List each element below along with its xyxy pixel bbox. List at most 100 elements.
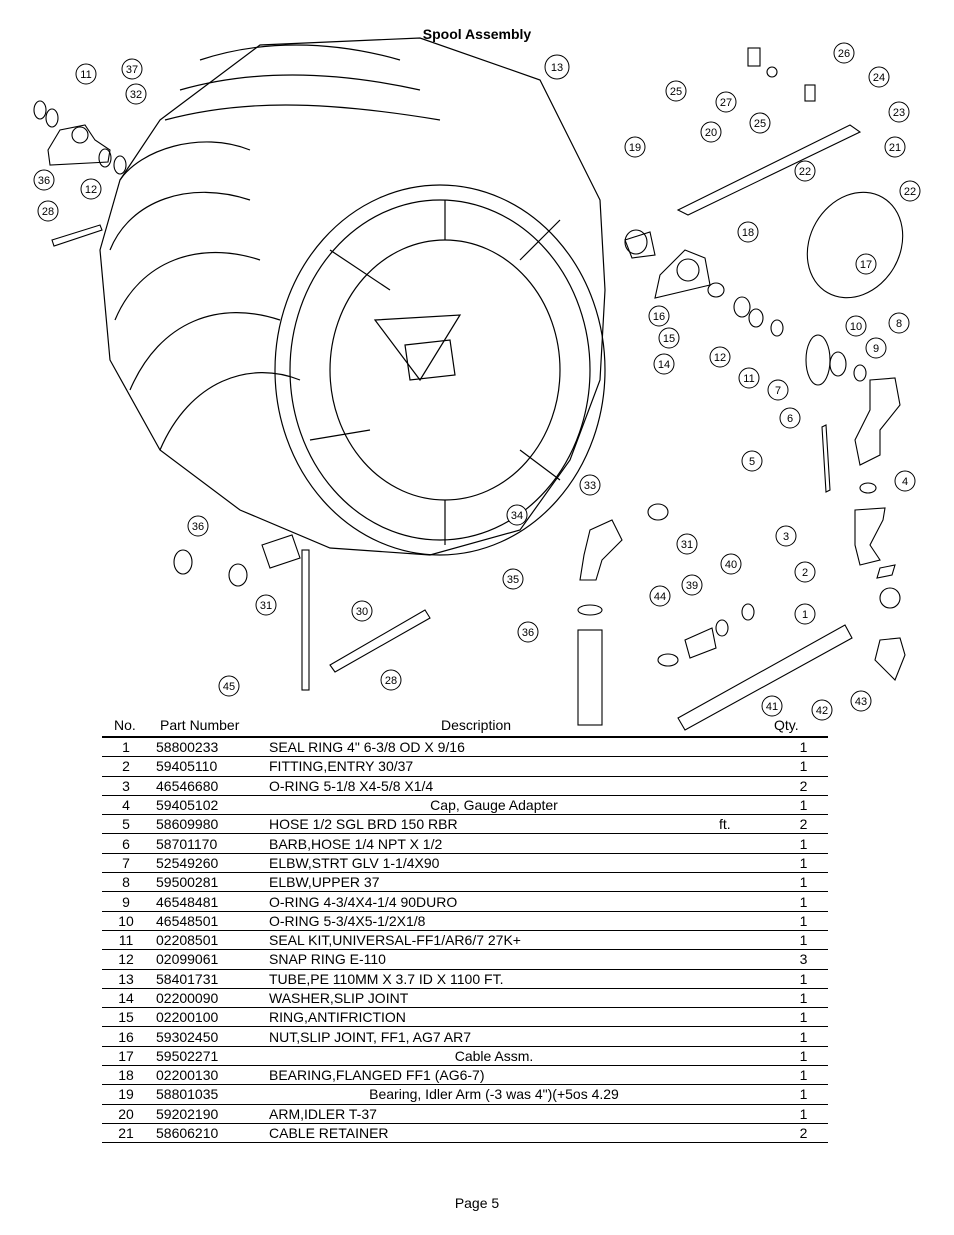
part-number: 02200090 (150, 988, 269, 1009)
part-no: 21 (102, 1123, 150, 1144)
part-no: 1 (102, 737, 150, 758)
callout-41: 41 (761, 695, 783, 717)
part-qty: 1 (779, 737, 828, 758)
part-unit (719, 795, 779, 816)
svg-text:33: 33 (584, 480, 596, 492)
part-qty: 1 (779, 833, 828, 854)
part-unit (719, 1046, 779, 1067)
part-number: 59500281 (150, 872, 269, 893)
part-number: 46548501 (150, 911, 269, 931)
part-qty: 1 (779, 1084, 828, 1105)
part-no: 16 (102, 1026, 150, 1047)
part-description: O-RING 4-3/4X4-1/4 90DURO (269, 891, 719, 912)
callout-12b: 12 (80, 178, 102, 200)
part-number: 58701170 (150, 833, 269, 854)
part-unit (719, 1026, 779, 1047)
callout-36: 36 (33, 169, 55, 191)
svg-text:31: 31 (260, 600, 272, 612)
part-description: BARB,HOSE 1/4 NPT X 1/2 (269, 833, 719, 854)
part-no: 17 (102, 1046, 150, 1067)
part-qty: 1 (779, 853, 828, 874)
part-description: NUT,SLIP JOINT, FF1, AG7 AR7 (269, 1026, 719, 1047)
part-no: 20 (102, 1104, 150, 1124)
part-qty: 1 (779, 911, 828, 931)
part-unit (719, 911, 779, 931)
part-description: ELBW,STRT GLV 1-1/4X90 (269, 853, 719, 874)
part-qty: 1 (779, 795, 828, 816)
svg-text:13: 13 (551, 62, 563, 74)
callout-28b: 28 (380, 669, 402, 691)
callout-12: 11 (75, 63, 97, 85)
callout-30: 30 (351, 600, 373, 622)
part-no: 11 (102, 930, 150, 951)
part-unit (719, 1084, 779, 1105)
svg-text:10: 10 (850, 321, 862, 333)
part-description: RING,ANTIFRICTION (269, 1007, 719, 1028)
svg-text:23: 23 (893, 107, 905, 119)
part-number: 46546680 (150, 776, 269, 796)
svg-text:31: 31 (681, 539, 693, 551)
svg-text:3: 3 (783, 531, 789, 543)
part-no: 6 (102, 833, 150, 854)
svg-text:14: 14 (658, 359, 670, 371)
callout-23: 23 (888, 101, 910, 123)
part-description: ARM,IDLER T-37 (269, 1104, 719, 1124)
part-qty: 1 (779, 988, 828, 1009)
svg-text:12: 12 (85, 184, 97, 196)
part-number: 58401731 (150, 969, 269, 989)
callout-6: 6 (779, 407, 801, 429)
callout-bubbles: 11 37 32 36 12 28 13 26 24 25 27 25 23 2… (33, 42, 921, 721)
svg-text:26: 26 (838, 48, 850, 60)
callout-8: 8 (888, 312, 910, 334)
svg-text:34: 34 (511, 510, 523, 522)
svg-text:12: 12 (714, 352, 726, 364)
svg-text:37: 37 (126, 64, 138, 76)
part-no: 2 (102, 756, 150, 777)
part-no: 19 (102, 1084, 150, 1105)
callout-15: 15 (658, 327, 680, 349)
part-no: 13 (102, 969, 150, 989)
part-qty: 2 (779, 814, 828, 835)
svg-text:25: 25 (670, 86, 682, 98)
part-no: 14 (102, 988, 150, 1009)
part-description: CABLE RETAINER (269, 1123, 719, 1144)
part-no: 18 (102, 1065, 150, 1086)
svg-text:40: 40 (725, 559, 737, 571)
part-number: 02200130 (150, 1065, 269, 1086)
part-qty: 1 (779, 1007, 828, 1028)
part-number: 58801035 (150, 1084, 269, 1105)
part-description: O-RING 5-3/4X5-1/2X1/8 (269, 911, 719, 931)
part-unit (719, 1123, 779, 1144)
part-no: 7 (102, 853, 150, 874)
part-description: WASHER,SLIP JOINT (269, 988, 719, 1009)
part-no: 10 (102, 911, 150, 931)
part-description: BEARING,FLANGED FF1 (AG6-7) (269, 1065, 719, 1086)
callout-20: 20 (700, 121, 722, 143)
part-no: 12 (102, 949, 150, 970)
part-number: 02208501 (150, 930, 269, 951)
svg-text:22: 22 (799, 166, 811, 178)
part-description: O-RING 5-1/8 X4-5/8 X1/4 (269, 776, 719, 796)
part-number: 59405102 (150, 795, 269, 816)
svg-text:44: 44 (654, 591, 666, 603)
header-description: Description (441, 717, 512, 733)
svg-text:45: 45 (223, 681, 235, 693)
part-qty: 1 (779, 872, 828, 893)
callout-22b: 22 (899, 180, 921, 202)
callout-34: 34 (506, 504, 528, 526)
part-qty: 1 (779, 1026, 828, 1047)
